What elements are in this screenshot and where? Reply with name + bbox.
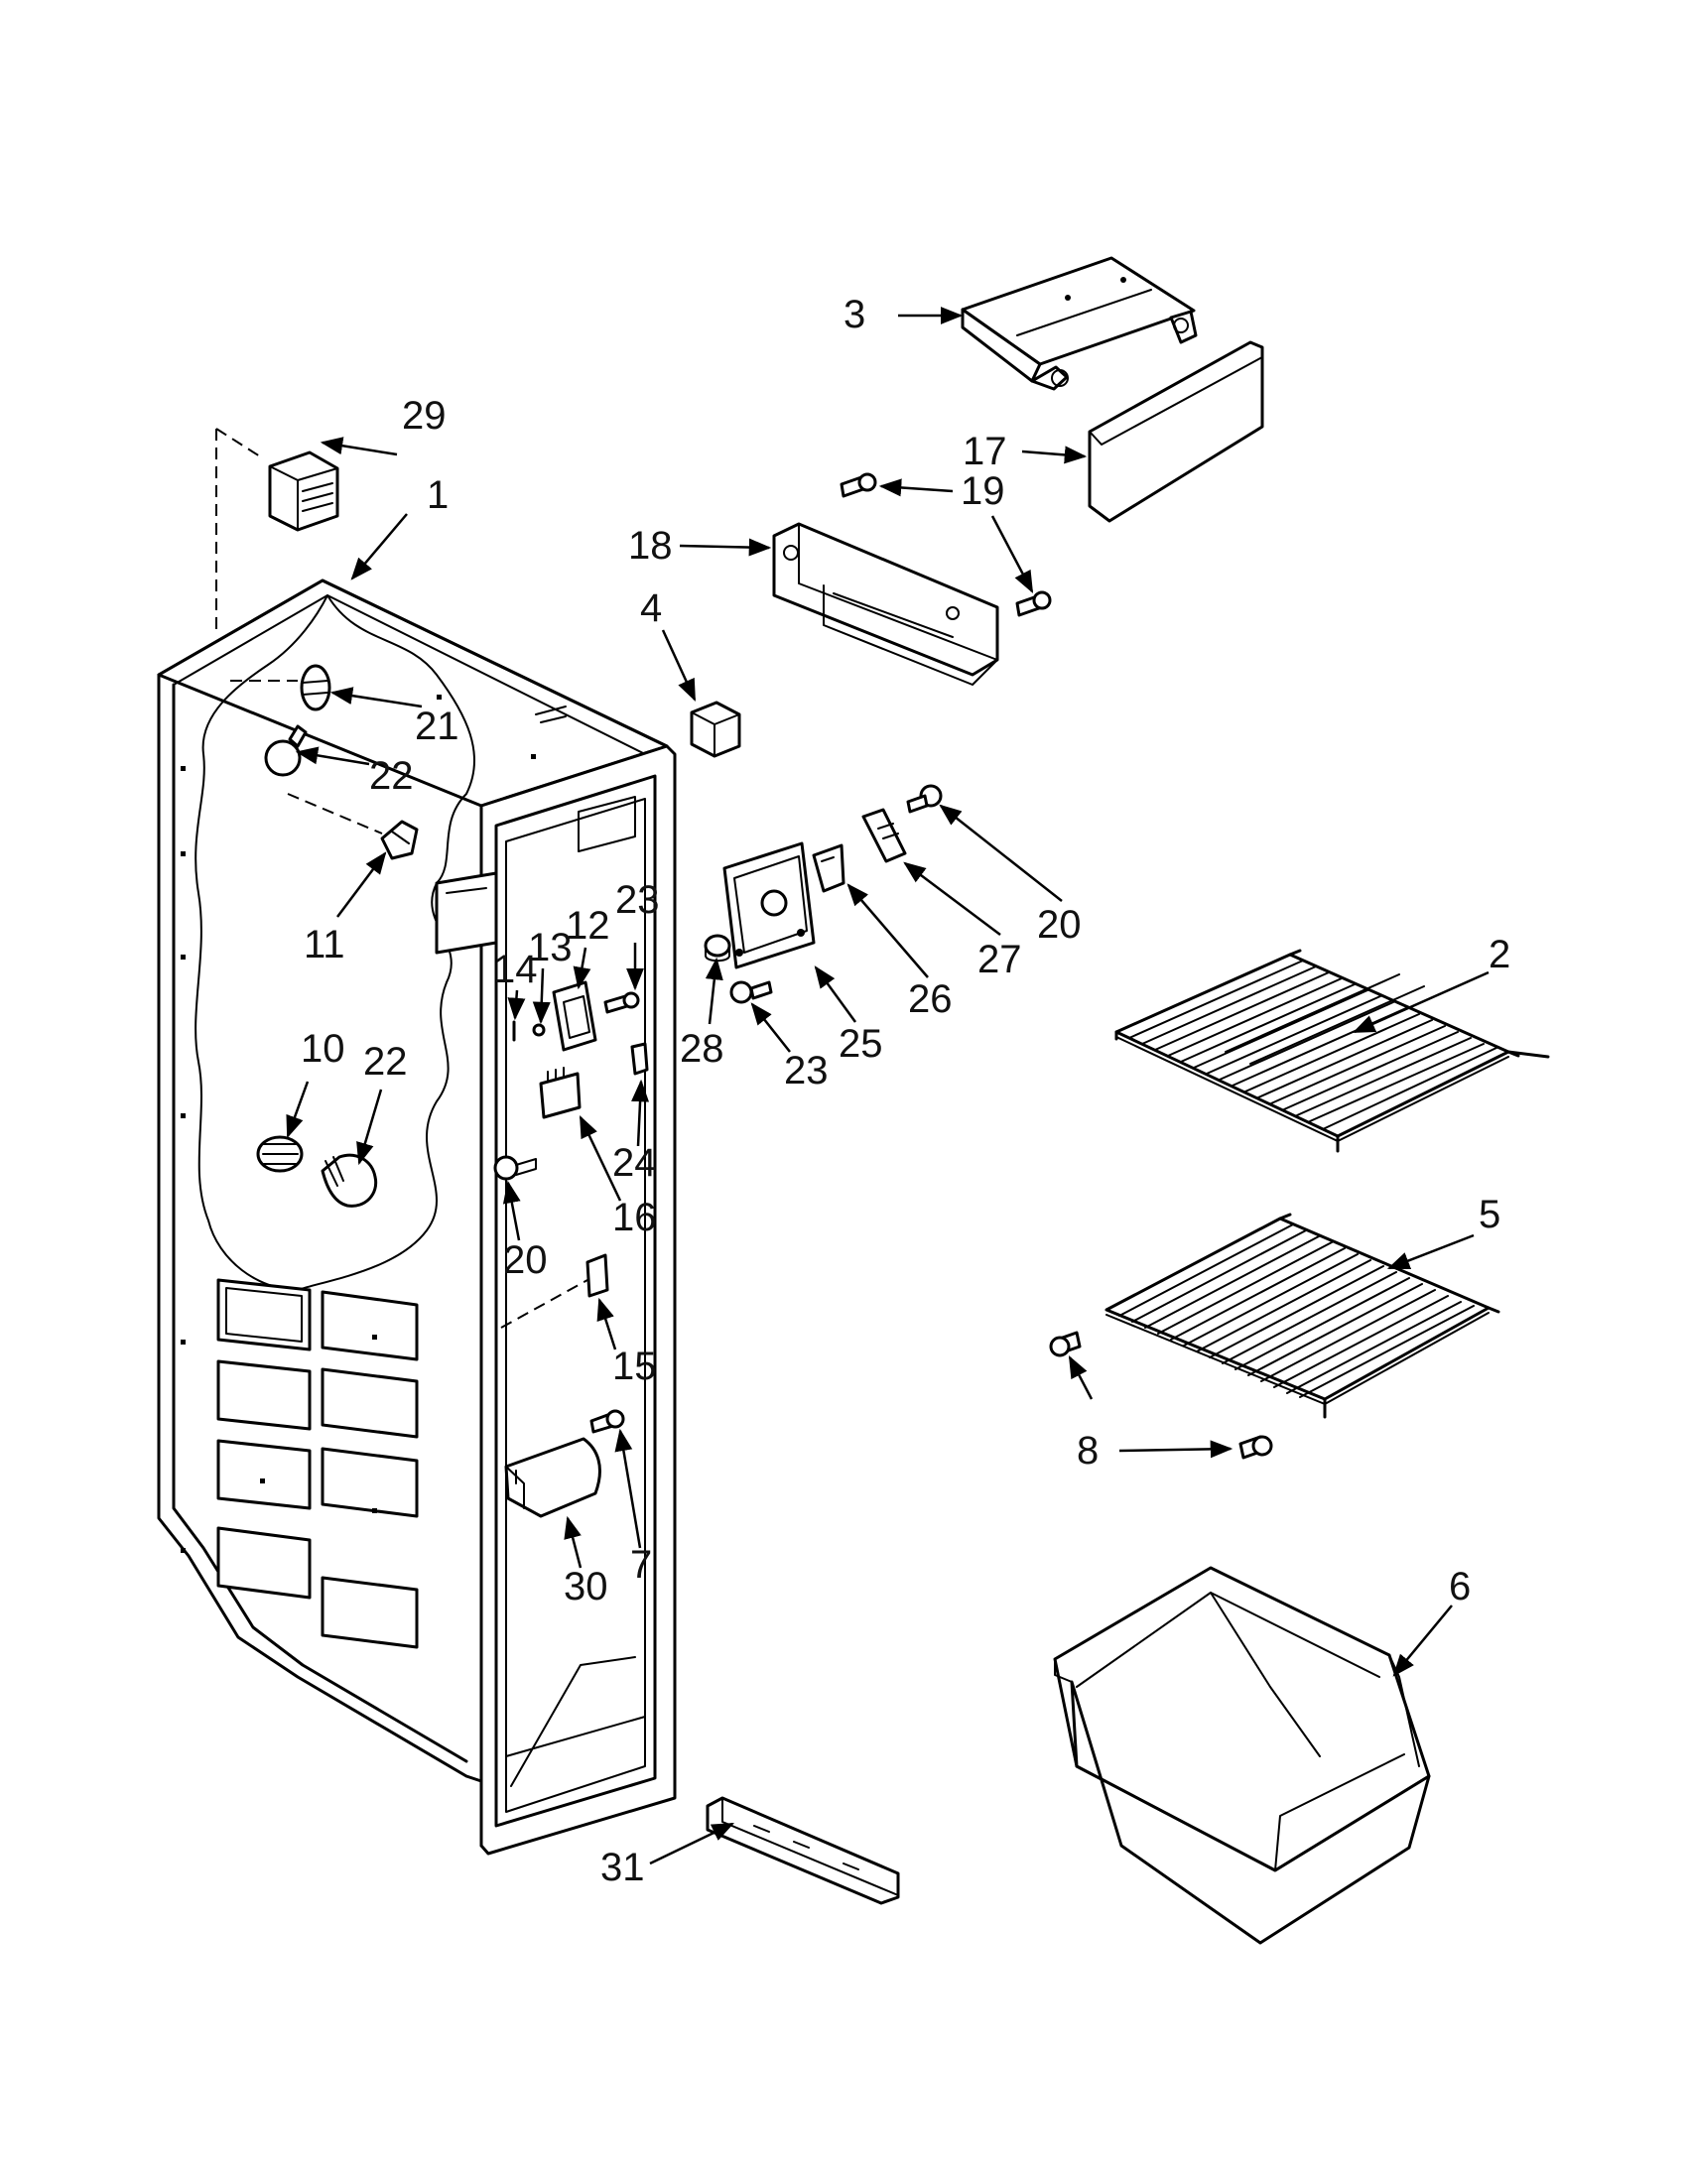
part-31-rail [706, 1796, 900, 1905]
part-26-bracket [812, 843, 845, 893]
leader-lines [286, 307, 1490, 1865]
part-27-board [861, 808, 907, 863]
callout-7: 7 [630, 1543, 652, 1587]
callout-4: 4 [640, 586, 662, 630]
callout-18: 18 [628, 524, 673, 568]
callout-20-lower: 20 [503, 1238, 548, 1282]
callout-5: 5 [1479, 1193, 1500, 1236]
callout-29: 29 [402, 394, 447, 438]
part-20-screw-lower [493, 1155, 537, 1181]
part-29-clip [268, 450, 339, 532]
callout-23-lower: 23 [784, 1049, 829, 1092]
part-3-hinge-cover [961, 256, 1198, 391]
part-10-socket [256, 1135, 304, 1173]
part-7-screw [589, 1409, 625, 1434]
callout-14: 14 [493, 948, 538, 991]
callout-20-upper: 20 [1037, 903, 1082, 947]
callout-17: 17 [963, 430, 1007, 473]
callout-25: 25 [839, 1022, 883, 1066]
callout-22-lower: 22 [363, 1040, 408, 1084]
callout-1: 1 [427, 473, 449, 517]
part-13-screw [532, 1023, 546, 1037]
callout-13: 13 [528, 926, 573, 969]
part-19-screw-b [1015, 590, 1052, 617]
callout-31: 31 [600, 1846, 645, 1889]
callout-6: 6 [1449, 1565, 1471, 1608]
callout-11: 11 [304, 923, 345, 966]
part-30-cover [504, 1437, 601, 1518]
callout-30: 30 [564, 1565, 608, 1608]
part-4-clip [690, 701, 741, 758]
part-24-bracket [630, 1042, 649, 1076]
callout-28: 28 [680, 1027, 724, 1071]
callout-24: 24 [612, 1141, 657, 1185]
part-20-screw-upper [906, 784, 943, 814]
part-5-wire-shelf [1104, 1213, 1500, 1419]
callout-8: 8 [1077, 1429, 1099, 1473]
part-17-panel [1088, 340, 1264, 523]
cabinet-liner [157, 578, 677, 1856]
callout-26: 26 [908, 977, 953, 1021]
part-21-socket [300, 664, 331, 711]
part-15-switch [585, 1253, 609, 1298]
callout-12: 12 [566, 904, 610, 948]
part-18-bracket [772, 522, 999, 686]
part-28-knob [704, 934, 731, 963]
callout-23-upper: 23 [615, 878, 660, 922]
callout-16: 16 [612, 1196, 657, 1239]
part-8-stud-a [1049, 1331, 1082, 1357]
callout-19: 19 [961, 469, 1005, 513]
part-23-screw-lower [729, 980, 773, 1004]
part-11-clip [380, 820, 419, 860]
callout-22-upper: 22 [369, 754, 414, 798]
part-8-stud-b [1238, 1435, 1273, 1460]
callout-21: 21 [415, 705, 459, 748]
callout-labels: 29 1 21 22 11 10 22 14 13 12 23 24 16 20… [301, 293, 1510, 1889]
callout-27: 27 [977, 938, 1022, 981]
part-16-board [539, 1067, 582, 1119]
part-2-wire-shelf [1114, 949, 1550, 1153]
callout-2: 2 [1489, 933, 1510, 976]
callout-3: 3 [844, 293, 865, 336]
callout-10: 10 [301, 1027, 345, 1071]
part-19-screw-a [840, 472, 877, 498]
callout-15: 15 [612, 1345, 657, 1388]
part-23-screw-upper [603, 991, 640, 1014]
part-6-bin [1053, 1566, 1431, 1945]
part-25-housing [722, 841, 816, 969]
